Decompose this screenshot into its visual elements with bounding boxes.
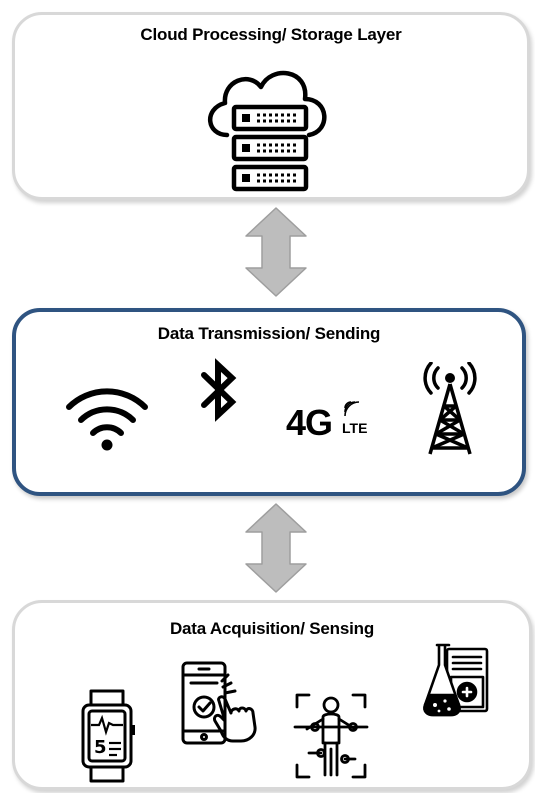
transmission-layer-box: Data Transmission/ Sending 4G LTE [12,308,526,496]
cell-tower-icon [423,362,477,455]
watch-digit: 5 [94,737,107,758]
cloud-server-icon [207,70,327,192]
lab-report-icon [423,643,489,717]
smartwatch-icon: 5 [81,689,135,783]
acquisition-layer-box: Data Acquisition/ Sensing 5 [12,600,532,790]
bluetooth-icon [201,358,237,422]
bidirectional-arrow-top [245,207,307,297]
transmission-layer-title: Data Transmission/ Sending [157,324,381,343]
4g-lte-icon: 4G LTE [286,396,382,456]
signal-waves-icon [344,401,360,416]
4g-label: 4G [286,402,333,443]
wifi-icon [66,388,148,451]
body-scan-icon [293,693,369,779]
smartphone-touch-icon [181,661,257,745]
cloud-layer-box: Cloud Processing/ Storage Layer [12,12,530,200]
cloud-layer-title: Cloud Processing/ Storage Layer [140,25,402,44]
acquisition-layer-title: Data Acquisition/ Sensing [169,619,375,638]
lte-label: LTE [342,420,368,436]
bidirectional-arrow-bottom [245,503,307,593]
